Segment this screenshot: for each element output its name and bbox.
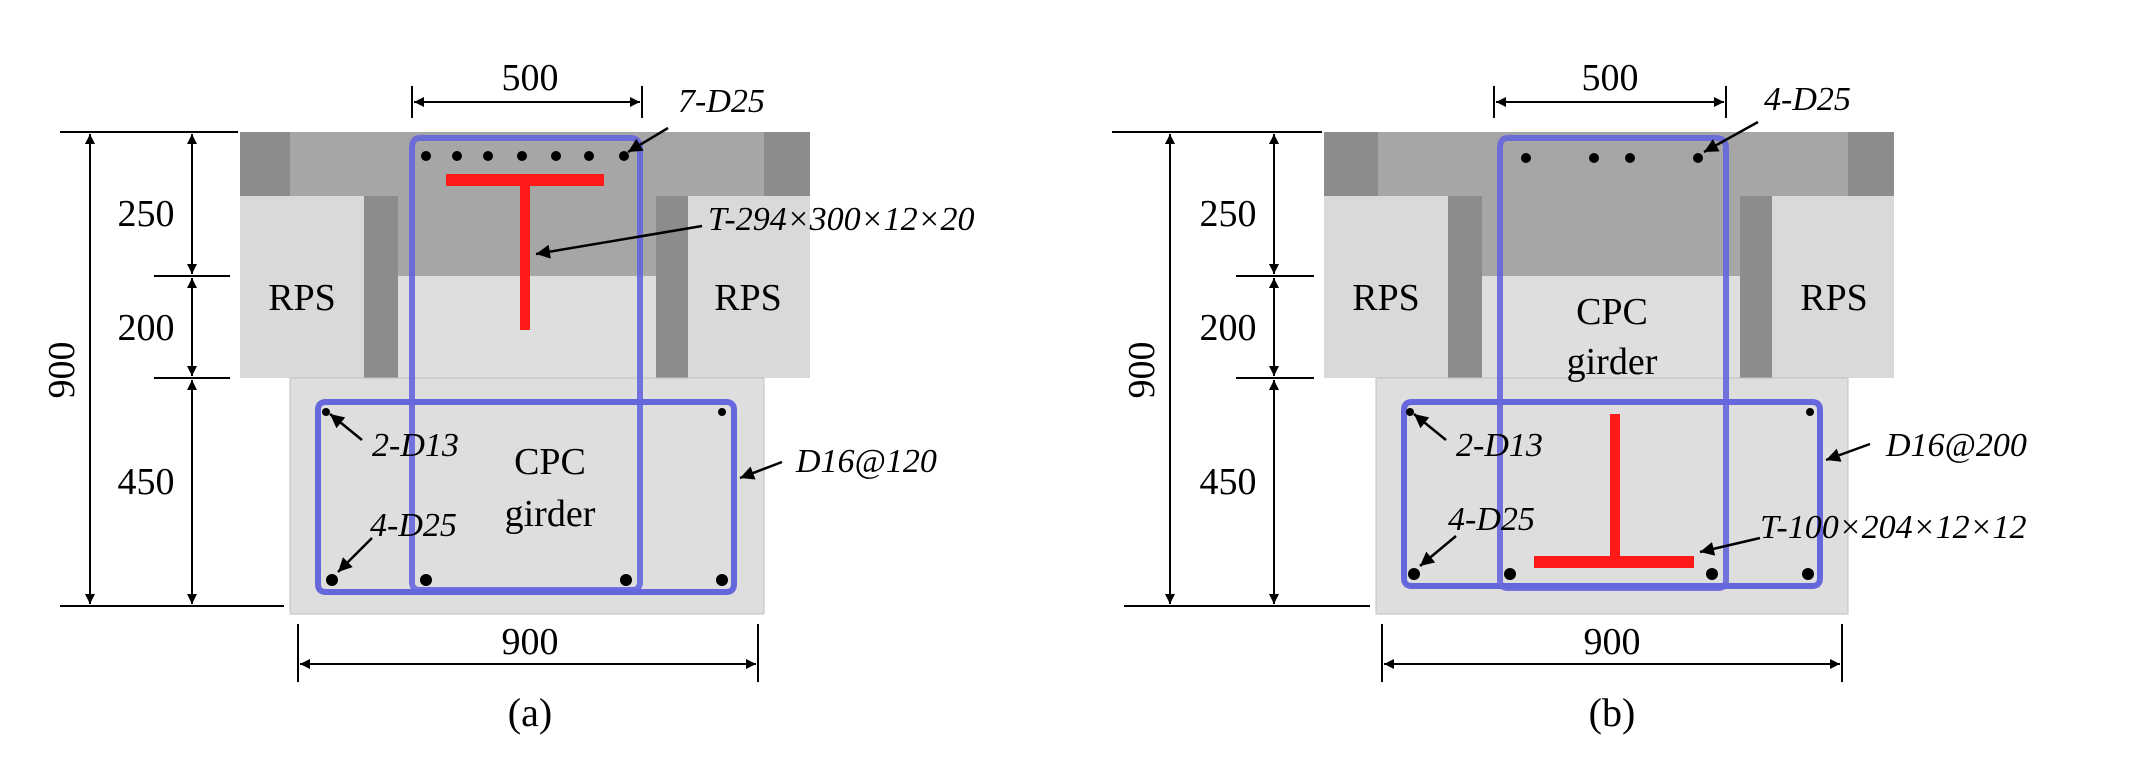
label-girder-line1: CPC — [1576, 291, 1648, 333]
slab-left-edge — [240, 132, 290, 196]
girder-top — [1482, 276, 1740, 378]
rebar-dot — [1806, 408, 1814, 416]
rebar-dot — [716, 574, 728, 586]
rebar-dot — [718, 408, 726, 416]
dim-top-width: 500 — [502, 57, 559, 99]
top-rebars — [421, 151, 629, 161]
dim-girder-height: 450 — [1200, 461, 1257, 503]
dim-bottom-width: 900 — [1584, 621, 1641, 663]
slab-right-edge — [764, 132, 810, 196]
web-right-dark — [1740, 196, 1772, 378]
slab-right-edge — [1848, 132, 1894, 196]
annotation-top-bars: 4-D25 — [1764, 81, 1851, 118]
steel-t-flange — [1534, 556, 1694, 568]
rebar-dot — [1589, 153, 1599, 163]
annotation-steel-t: T-294×300×12×20 — [708, 201, 975, 238]
rebar-dot — [1802, 568, 1814, 580]
leader-top-bars — [627, 126, 669, 154]
slab-left-edge — [1324, 132, 1378, 196]
annotation-top-bars: 7-D25 — [678, 83, 765, 120]
leader-steel-t — [1699, 536, 1761, 556]
leader-bottom-bars — [1419, 535, 1457, 567]
rebar-dot — [1521, 153, 1531, 163]
caption-b: (b) — [1589, 690, 1636, 735]
rebar-dot — [551, 151, 561, 161]
annotation-bottom-bars: 4-D25 — [370, 507, 457, 544]
panel-a: 500 900 900 250 200 450 RPS RPS CPC gird… — [41, 57, 975, 735]
annotation-side-bars: 2-D13 — [372, 427, 459, 464]
label-girder-line2: girder — [505, 493, 596, 535]
rps-right — [688, 196, 810, 378]
stirrup-inner — [1497, 135, 1729, 591]
annotation-stirrup: D16@120 — [795, 443, 937, 480]
rebar-dot — [421, 151, 431, 161]
caption-a: (a) — [508, 690, 552, 735]
panel-b: 500 900 900 250 200 450 RPS RPS CPC gird… — [1112, 57, 2027, 735]
annotation-side-bars: 2-D13 — [1456, 427, 1543, 464]
dim-slab-height: 250 — [118, 193, 175, 235]
label-rps-left: RPS — [1352, 277, 1420, 319]
leader-top-bars — [1703, 120, 1759, 154]
leader-bottom-bars — [337, 537, 373, 573]
rebar-dot — [1693, 153, 1703, 163]
web-left-dark — [364, 196, 398, 378]
rebar-dot — [1406, 408, 1414, 416]
dim-slab-height: 250 — [1200, 193, 1257, 235]
rebar-dot — [1504, 568, 1516, 580]
rps-left — [240, 196, 364, 378]
dim-total-height: 900 — [1121, 342, 1163, 399]
rebar-dot — [483, 151, 493, 161]
dim-girder-height: 450 — [118, 461, 175, 503]
steel-t-web — [1610, 414, 1620, 556]
rebar-dot — [1408, 568, 1420, 580]
web — [1482, 196, 1740, 276]
dim-top-width: 500 — [1582, 57, 1639, 99]
label-rps-left: RPS — [268, 277, 336, 319]
rebar-dot — [1625, 153, 1635, 163]
rebar-dot — [1706, 568, 1718, 580]
rebar-dot — [326, 574, 338, 586]
slab — [1378, 132, 1848, 196]
dim-bottom-width: 900 — [502, 621, 559, 663]
steel-t-flange — [446, 174, 604, 186]
annotation-stirrup: D16@200 — [1885, 427, 2027, 464]
girder-rebars — [322, 408, 728, 586]
rebar-dot — [420, 574, 432, 586]
label-rps-right: RPS — [1800, 277, 1868, 319]
top-rebars — [1521, 153, 1703, 163]
dim-mid-height: 200 — [1200, 307, 1257, 349]
rebar-dot — [452, 151, 462, 161]
girder-bottom — [289, 377, 765, 615]
leader-side-bars — [1413, 413, 1447, 441]
dim-total-height: 900 — [41, 342, 83, 399]
rebar-dot — [620, 574, 632, 586]
leader-steel-t — [535, 224, 703, 259]
stirrup-outer — [1401, 399, 1823, 589]
annotation-steel-t: T-100×204×12×12 — [1760, 509, 2027, 546]
rebar-dot — [322, 408, 330, 416]
rebar-dot — [619, 151, 629, 161]
web-left-dark — [1448, 196, 1482, 378]
steel-t-web — [520, 186, 530, 330]
web-right-dark — [656, 196, 688, 378]
label-rps-right: RPS — [714, 277, 782, 319]
leader-stirrup — [739, 460, 783, 480]
annotation-bottom-bars: 4-D25 — [1448, 501, 1535, 538]
dim-mid-height: 200 — [118, 307, 175, 349]
leader-stirrup — [1825, 442, 1871, 462]
rps-right — [1772, 196, 1894, 378]
rps-left — [1324, 196, 1448, 378]
leader-side-bars — [329, 413, 363, 441]
label-girder-line1: CPC — [514, 441, 586, 483]
label-girder-line2: girder — [1567, 341, 1658, 383]
girder-rebars — [1406, 408, 1814, 580]
rebar-dot — [517, 151, 527, 161]
rebar-dot — [584, 151, 594, 161]
